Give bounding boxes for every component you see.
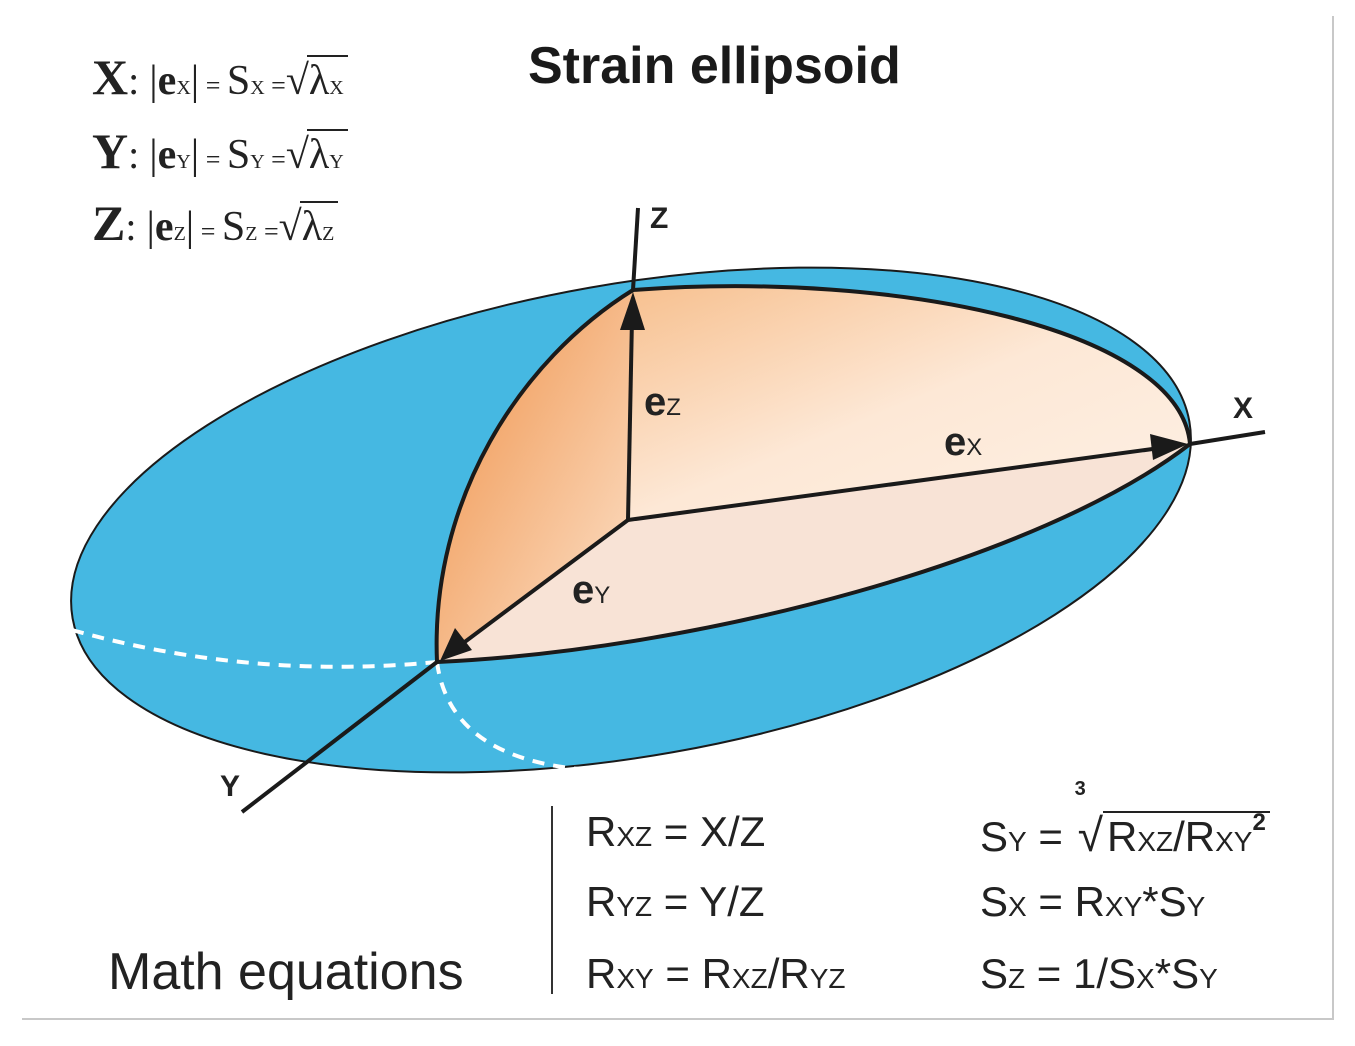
z-axis-label: Z <box>650 202 669 235</box>
vector-ez <box>626 317 634 521</box>
equation-sx: SX = RXY*SY <box>980 878 1206 925</box>
figure-frame <box>22 16 1334 1020</box>
equation-sy: SY = 3√RXZ/RXY2 <box>980 778 1270 862</box>
vector-ex-label: eX <box>944 420 983 464</box>
vector-ey <box>460 518 630 646</box>
arrowhead-ex <box>1150 434 1188 460</box>
octant-left-face <box>436 290 633 662</box>
equation-ryz: RYZ = Y/Z <box>586 878 765 925</box>
definition-x: X: |eX| = SX =√λX <box>92 48 348 106</box>
definition-z: Z: |eZ| = SZ =√λZ <box>92 194 339 252</box>
octant-bottom-face <box>437 444 1190 662</box>
hidden-curve-left <box>71 628 438 669</box>
diagram-title: Strain ellipsoid <box>528 37 901 95</box>
math-equations-label: Math equations <box>108 943 464 1001</box>
y-axis-line <box>240 660 439 814</box>
x-axis-label: X <box>1233 392 1254 425</box>
vector-ez-label: eZ <box>644 380 681 424</box>
y-axis-label: Y <box>220 770 241 803</box>
vector-ex <box>627 446 1161 522</box>
z-axis-line <box>631 207 640 291</box>
octant-edge-bottom <box>436 442 1192 664</box>
definition-y: Y: |eY| = SY =√λY <box>92 122 348 180</box>
octant-edge-left <box>434 288 635 663</box>
vector-ey-label: eY <box>572 568 611 612</box>
hidden-curve-bottom <box>435 661 591 772</box>
equation-rxy: RXY = RXZ/RYZ <box>586 950 846 997</box>
arrowhead-ez <box>620 292 645 330</box>
arrowhead-ey <box>440 628 472 661</box>
octant-edge-top <box>632 284 1192 445</box>
x-axis-line <box>1189 430 1266 446</box>
equations-divider <box>551 806 553 994</box>
equation-sz: SZ = 1/SX*SY <box>980 950 1218 997</box>
equation-rxz: RXZ = X/Z <box>586 808 766 855</box>
